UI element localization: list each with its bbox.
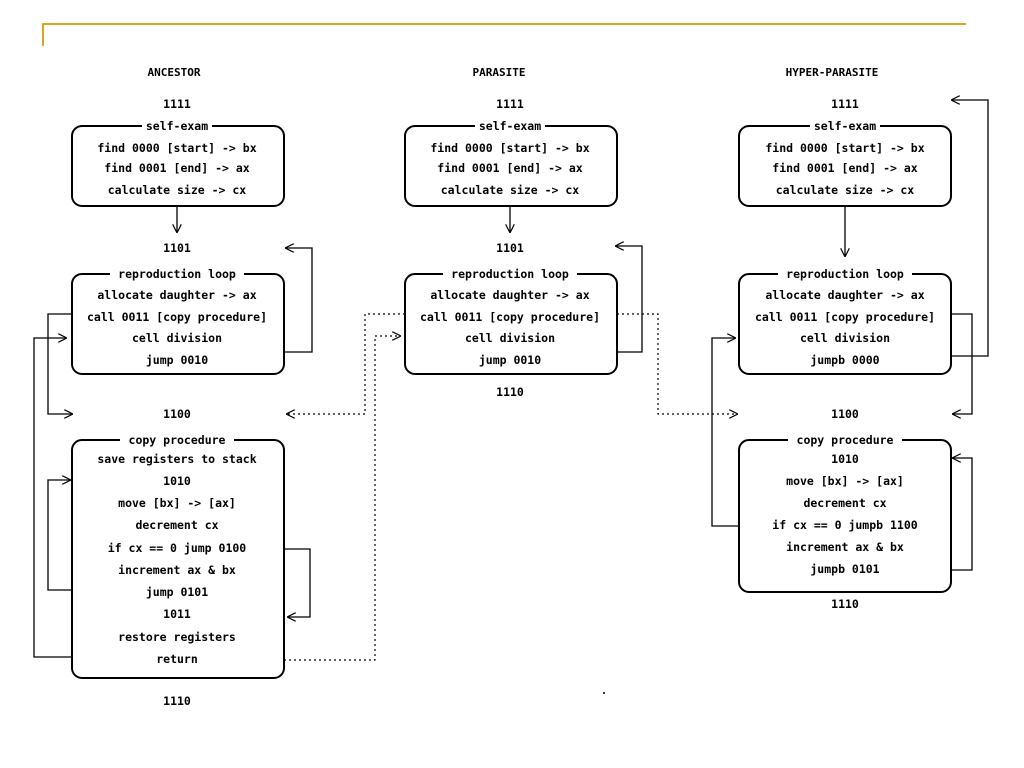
box-header: reproduction loop bbox=[451, 267, 569, 281]
arrow-call-to-copy bbox=[47, 313, 72, 414]
ancestor-self-exam-box: self-exam find 0000 [start] -> bx find 0… bbox=[71, 119, 285, 207]
box-line: find 0001 [end] -> ax bbox=[772, 161, 917, 175]
parasite-self-exam-box: self-exam find 0000 [start] -> bx find 0… bbox=[404, 119, 618, 207]
box-line: decrement cx bbox=[135, 518, 218, 532]
box-line: find 0001 [end] -> ax bbox=[437, 161, 582, 175]
box-header: self-exam bbox=[146, 119, 208, 133]
title-parasite: PARASITE bbox=[473, 66, 526, 79]
box-line: save registers to stack bbox=[97, 452, 256, 466]
box-line: decrement cx bbox=[803, 496, 886, 510]
arrow-loop-back bbox=[616, 246, 643, 353]
arrow-hyper-copy-to-loop bbox=[711, 338, 739, 527]
box-line: increment ax & bx bbox=[786, 540, 904, 554]
box-header: self-exam bbox=[479, 119, 541, 133]
parasite-label-1110: 1110 bbox=[496, 385, 524, 399]
hyper-label-1100: 1100 bbox=[831, 407, 859, 421]
box-line: jumpb 0000 bbox=[810, 353, 879, 367]
scan-speck bbox=[603, 692, 605, 694]
arrow-copy-loop-back bbox=[47, 480, 72, 591]
title-hyper-parasite: HYPER-PARASITE bbox=[786, 66, 879, 79]
box-header: reproduction loop bbox=[118, 267, 236, 281]
box-line: return bbox=[156, 652, 198, 666]
box-line: 1010 bbox=[163, 474, 191, 488]
box-line: call 0011 [copy procedure] bbox=[755, 310, 935, 324]
dotted-hyper-call-to-copy bbox=[951, 313, 973, 414]
hyper-reproduction-loop-box: reproduction loop allocate daughter -> a… bbox=[738, 267, 952, 375]
box-header: copy procedure bbox=[797, 433, 894, 447]
box-header: reproduction loop bbox=[786, 267, 904, 281]
box-line: move [bx] -> [ax] bbox=[786, 474, 904, 488]
box-line: calculate size -> cx bbox=[441, 183, 580, 197]
box-line: find 0000 [start] -> bx bbox=[765, 141, 924, 155]
ancestor-label-1100: 1100 bbox=[163, 407, 191, 421]
box-header: self-exam bbox=[814, 119, 876, 133]
ancestor-reproduction-loop-box: reproduction loop allocate daughter -> a… bbox=[71, 267, 285, 375]
box-line: call 0011 [copy procedure] bbox=[87, 310, 267, 324]
box-line: jump 0010 bbox=[146, 353, 208, 367]
box-line: move [bx] -> [ax] bbox=[118, 496, 236, 510]
hyper-self-exam-box: self-exam find 0000 [start] -> bx find 0… bbox=[738, 119, 952, 207]
ancestor-copy-procedure-box: copy procedure save registers to stack 1… bbox=[71, 433, 285, 679]
box-line: allocate daughter -> ax bbox=[765, 288, 924, 302]
box-line: cell division bbox=[800, 331, 890, 345]
arrow-hyper-copy-loop-back bbox=[951, 458, 973, 571]
box-line: cell division bbox=[465, 331, 555, 345]
box-line: if cx == 0 jumpb 1100 bbox=[772, 518, 917, 532]
dotted-parasite-to-hyper-copy bbox=[617, 313, 737, 414]
box-line: restore registers bbox=[118, 630, 236, 644]
box-line: increment ax & bx bbox=[118, 563, 236, 577]
ancestor-label-1111: 1111 bbox=[163, 97, 191, 111]
dotted-ancestor-return-to-parasite bbox=[284, 336, 400, 661]
box-line: jump 0010 bbox=[479, 353, 541, 367]
arrow-jump-to-1011 bbox=[284, 548, 311, 617]
box-line: find 0000 [start] -> bx bbox=[97, 141, 256, 155]
box-line: call 0011 [copy procedure] bbox=[420, 310, 600, 324]
box-line: jump 0101 bbox=[146, 585, 208, 599]
box-line: jumpb 0101 bbox=[810, 562, 879, 576]
dotted-parasite-call-to-ancestor-copy bbox=[287, 313, 405, 414]
hyper-label-1111: 1111 bbox=[831, 97, 859, 111]
box-line: find 0000 [start] -> bx bbox=[430, 141, 589, 155]
box-line: allocate daughter -> ax bbox=[97, 288, 256, 302]
parasite-label-1111: 1111 bbox=[496, 97, 524, 111]
box-line: calculate size -> cx bbox=[776, 183, 915, 197]
box-line: 1011 bbox=[163, 607, 191, 621]
dotted-hyper-jumpb-to-start bbox=[951, 100, 989, 357]
box-line: cell division bbox=[132, 331, 222, 345]
box-line: 1010 bbox=[831, 452, 859, 466]
parasite-label-1101: 1101 bbox=[496, 241, 524, 255]
box-line: calculate size -> cx bbox=[108, 183, 247, 197]
box-line: if cx == 0 jump 0100 bbox=[108, 541, 247, 555]
title-ancestor: ANCESTOR bbox=[148, 66, 201, 79]
ancestor-label-1110: 1110 bbox=[163, 694, 191, 708]
ancestor-label-1101: 1101 bbox=[163, 241, 191, 255]
arrow-return-to-loop bbox=[33, 338, 72, 658]
hyper-label-1110: 1110 bbox=[831, 597, 859, 611]
hyper-copy-procedure-box: copy procedure 1010 move [bx] -> [ax] de… bbox=[738, 433, 952, 593]
box-line: allocate daughter -> ax bbox=[430, 288, 589, 302]
box-line: find 0001 [end] -> ax bbox=[104, 161, 249, 175]
arrow-loop-back bbox=[284, 248, 313, 353]
parasite-reproduction-loop-box: reproduction loop allocate daughter -> a… bbox=[404, 267, 618, 375]
box-header: copy procedure bbox=[129, 433, 226, 447]
